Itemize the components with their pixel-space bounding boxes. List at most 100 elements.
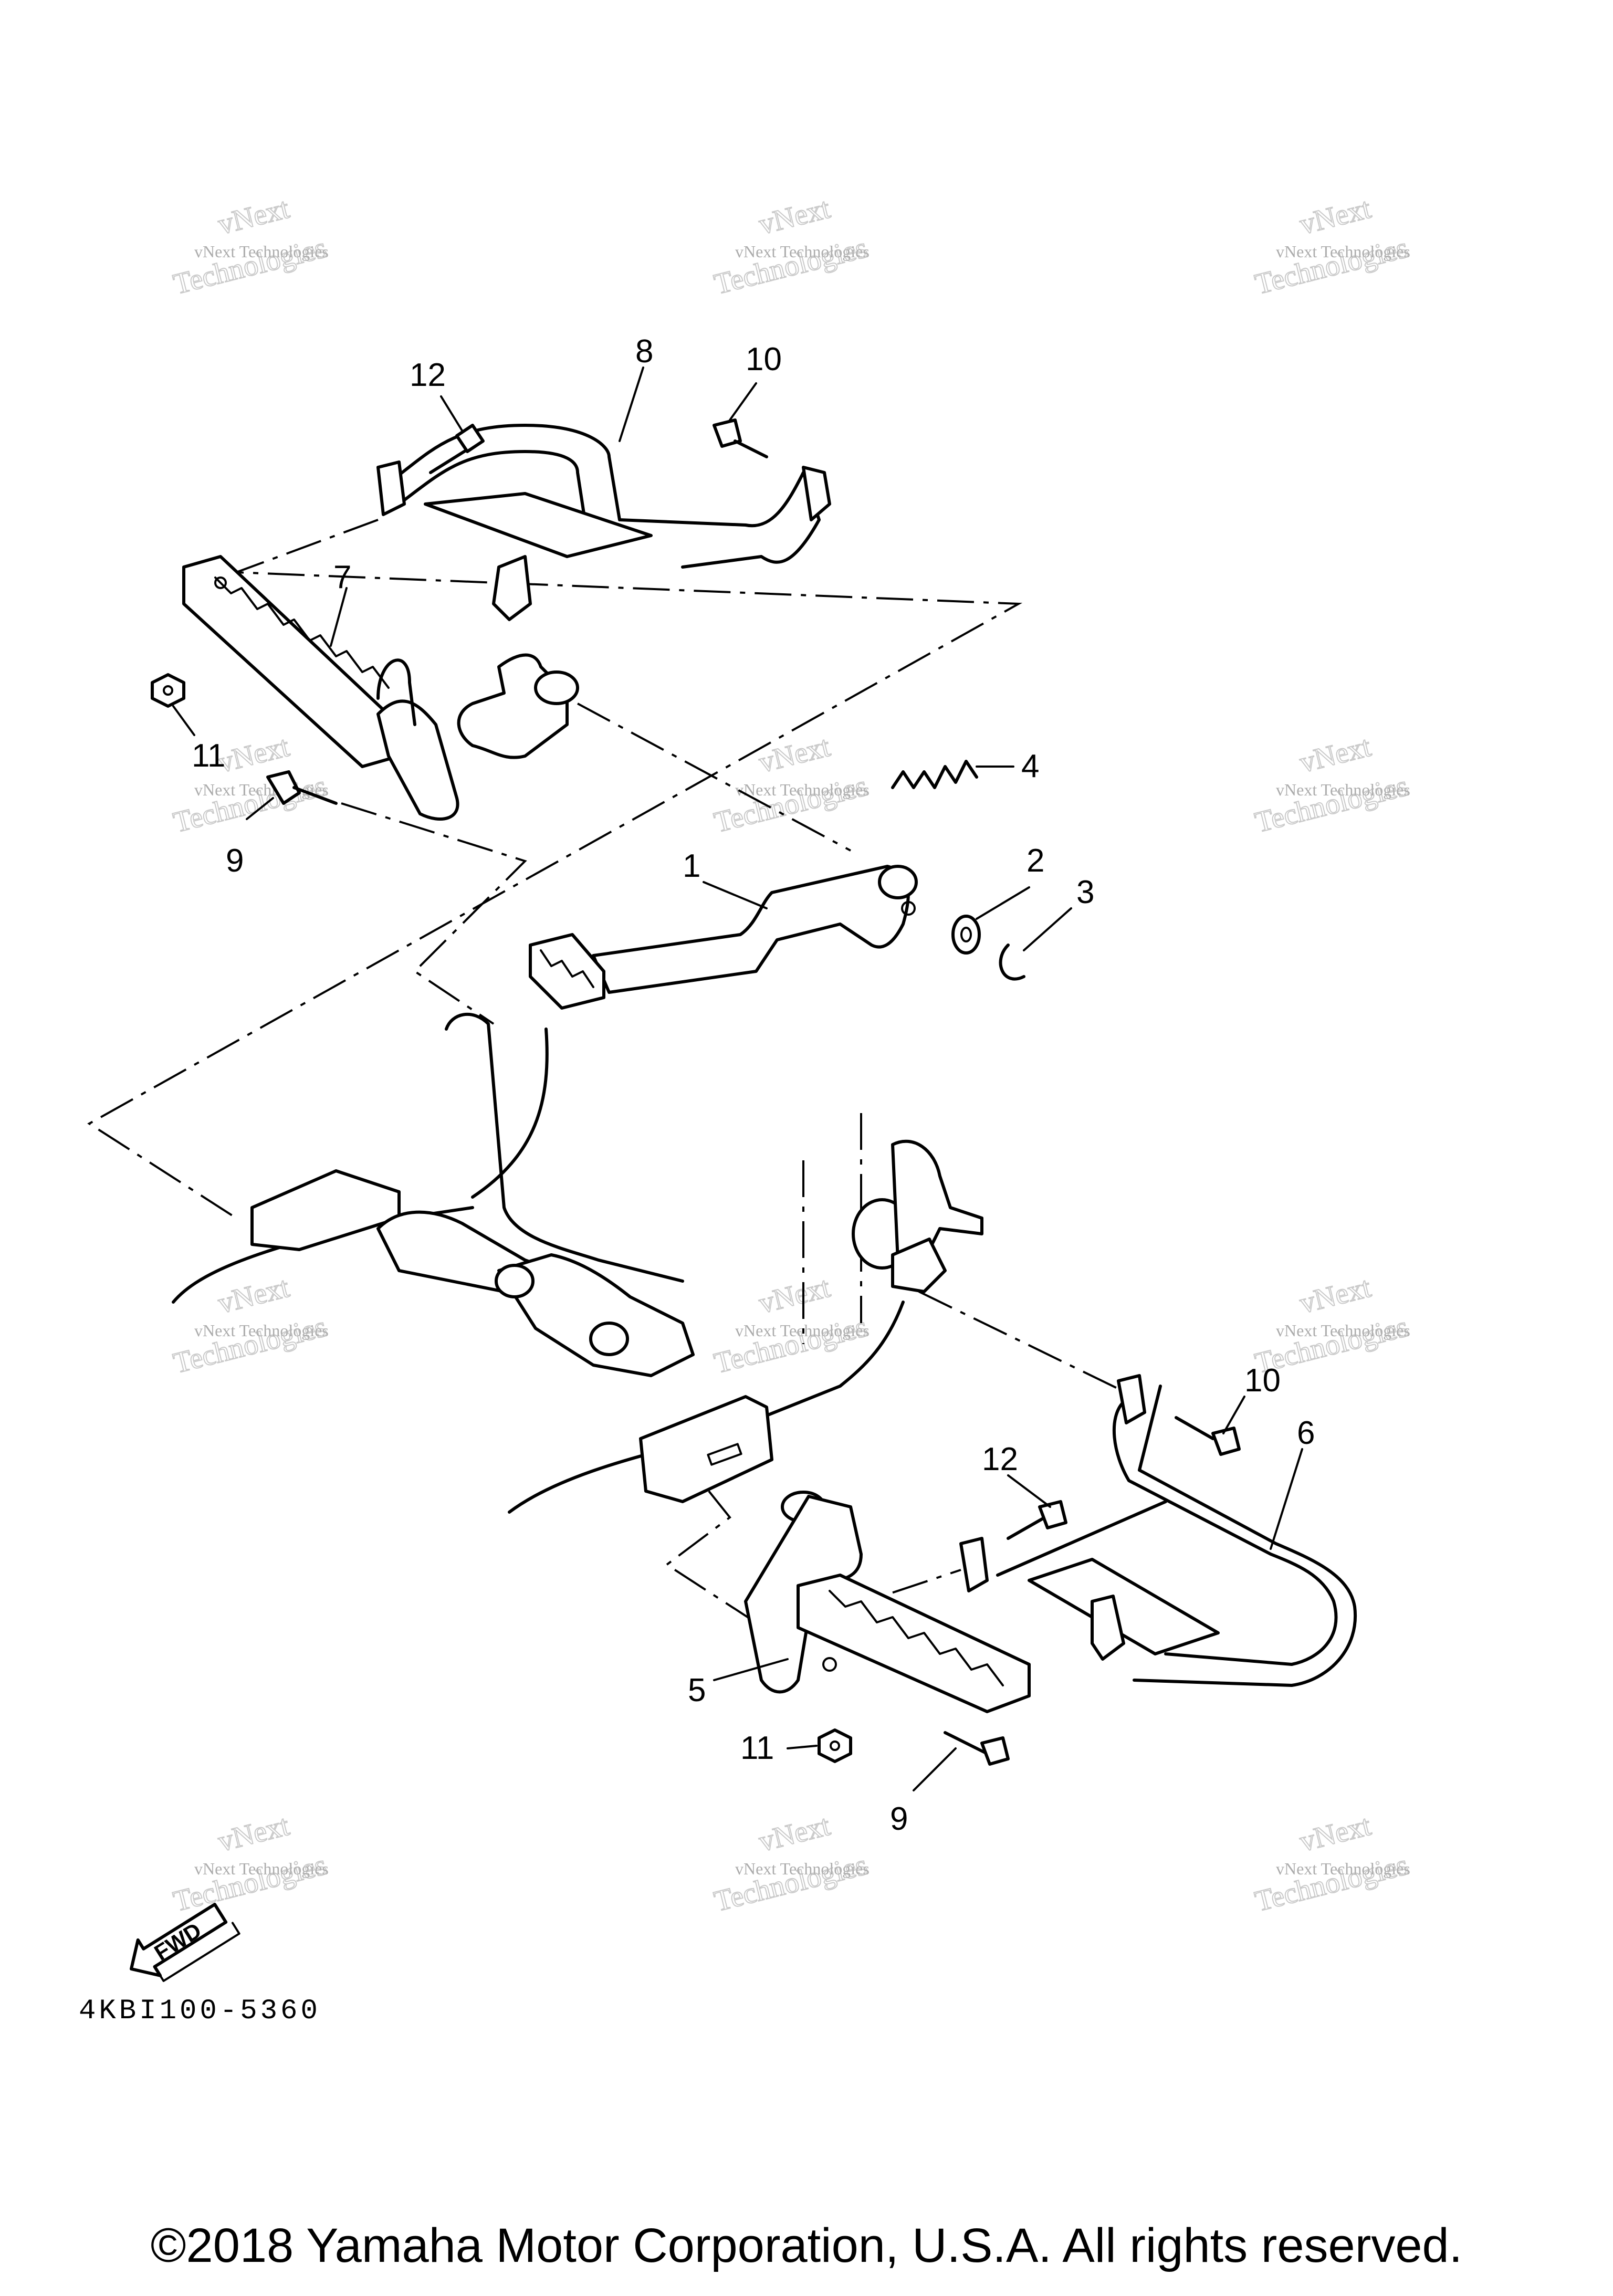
bolt-10-lower — [1175, 1416, 1241, 1456]
leader-lines — [172, 366, 1303, 1791]
heel-guard-tube — [1112, 1400, 1338, 1666]
watermark: vNext Technologies vNext Technologies — [1251, 1809, 1412, 1918]
watermark-text: vNext Technologies — [735, 242, 870, 261]
watermark-text: vNext Technologies — [1276, 242, 1410, 261]
bolt-head — [713, 418, 742, 448]
part-1-brake-pedal — [529, 865, 918, 1010]
frame-footrest-mount — [639, 1395, 773, 1503]
bolt-hole — [822, 1657, 837, 1672]
pivot-shaft — [534, 670, 579, 705]
diagram-code: 4KBI100-5360 — [79, 1995, 321, 2027]
frame-lower-bracket — [891, 1238, 947, 1293]
watermark: vNext Technologies vNext Technologies — [1251, 192, 1412, 301]
callout-7: 7 — [333, 559, 351, 595]
assembly-line — [918, 1291, 1124, 1392]
bolt-12-upper — [429, 424, 485, 474]
callout-4: 4 — [1021, 748, 1039, 784]
leader-line — [976, 886, 1030, 920]
watermark-text-large: vNext — [1296, 730, 1374, 779]
fwd-label: FWD — [150, 1917, 206, 1965]
watermark-text-large: vNext — [756, 1271, 833, 1320]
footrest-peg — [797, 1574, 1031, 1713]
callout-2: 2 — [1027, 843, 1044, 879]
bolt-12-lower — [1007, 1500, 1067, 1540]
washer-hole — [960, 927, 972, 942]
watermark-text: vNext Technologies — [194, 242, 329, 261]
nut — [151, 673, 185, 708]
heel-guard-bracket — [492, 555, 532, 621]
part-3-circlip — [999, 943, 1025, 981]
leader-line — [1007, 1474, 1051, 1508]
watermark-text-large: vNext — [756, 1809, 833, 1858]
frame — [172, 1013, 983, 1514]
part-4-spring — [891, 760, 1014, 789]
watermark-text-large: vNext — [1296, 1271, 1374, 1320]
callout-12: 12 — [982, 1441, 1018, 1477]
leader-line — [729, 382, 757, 421]
leader-line — [703, 881, 768, 909]
watermark: vNext Technologies vNext Technologies — [1251, 730, 1412, 840]
callouts: 12 8 10 7 11 9 4 2 3 1 10 6 12 5 11 9 — [192, 333, 1315, 1837]
heel-guard-tab — [959, 1537, 989, 1592]
bolt-shank — [1175, 1416, 1214, 1440]
fasteners — [151, 418, 1241, 1766]
heel-guard-bracket — [1091, 1595, 1125, 1661]
watermark: vNext Technologies vNext Technologies — [170, 1809, 330, 1918]
assembly-line — [577, 703, 851, 852]
watermark-text: vNext Technologies — [1276, 1859, 1410, 1878]
mount-slot — [707, 1443, 742, 1466]
heel-guard-tab — [802, 466, 831, 521]
frame-tube — [445, 1013, 684, 1283]
bolt-head — [980, 1736, 1010, 1766]
bolt-head — [266, 770, 301, 805]
part-7-footrest — [182, 555, 579, 821]
part-5-footrest — [744, 1491, 1031, 1713]
watermark: vNext Technologies vNext Technologies — [170, 192, 330, 301]
part-6-heel-guard — [959, 1374, 1357, 1687]
heel-guard-tab — [376, 460, 406, 516]
bolt-9-upper — [266, 770, 338, 805]
heel-guard-tab — [1117, 1374, 1146, 1424]
callout-3: 3 — [1076, 874, 1094, 910]
callout-1: 1 — [683, 848, 700, 884]
callout-10: 10 — [1244, 1362, 1281, 1399]
watermark-text: vNext Technologies — [1276, 1321, 1410, 1340]
watermark-text: vNext Technologies — [735, 1321, 870, 1340]
bolt-shank — [944, 1731, 989, 1755]
callout-9: 9 — [890, 1801, 908, 1837]
nut-11-upper — [151, 673, 185, 708]
assembly-line — [341, 802, 527, 1025]
watermark-text-large: vNext — [215, 1271, 292, 1320]
frame-cradle — [497, 1253, 695, 1377]
bolt-10-upper — [713, 418, 768, 458]
leader-line — [713, 1658, 789, 1681]
watermark-text-large: vNext — [1296, 1809, 1374, 1858]
washer — [951, 915, 981, 955]
leader-line — [172, 705, 195, 736]
leader-line — [246, 797, 274, 820]
nut-hole — [830, 1741, 840, 1751]
frame-hole — [495, 1264, 535, 1298]
nut-hole — [163, 685, 173, 696]
footrest-arm — [376, 699, 459, 821]
watermark-text-large: vNext — [756, 192, 833, 241]
callout-11: 11 — [192, 738, 225, 774]
assembly-line — [87, 519, 1023, 1219]
frame-tube — [471, 1028, 549, 1199]
bolt-shank — [1007, 1516, 1046, 1540]
footrest-teeth — [829, 1590, 1004, 1686]
bolt-head — [1211, 1427, 1241, 1456]
leader-line — [619, 366, 644, 442]
copyright-notice: ©2018 Yamaha Motor Corporation, U.S.A. A… — [150, 2219, 1463, 2272]
watermark: vNext Technologies vNext Technologies — [170, 1271, 330, 1380]
watermark-text: vNext Technologies — [735, 1859, 870, 1878]
watermark-text-large: vNext — [215, 192, 292, 241]
callout-10: 10 — [746, 341, 782, 378]
bolt-9-lower — [944, 1731, 1010, 1766]
leader-line — [913, 1747, 957, 1791]
footrest-teeth — [214, 576, 390, 689]
part-8-heel-guard — [376, 424, 831, 621]
watermark-text: vNext Technologies — [735, 780, 870, 799]
watermark: vNext Technologies vNext Technologies — [710, 192, 871, 301]
watermark-text: vNext Technologies — [194, 1859, 329, 1878]
